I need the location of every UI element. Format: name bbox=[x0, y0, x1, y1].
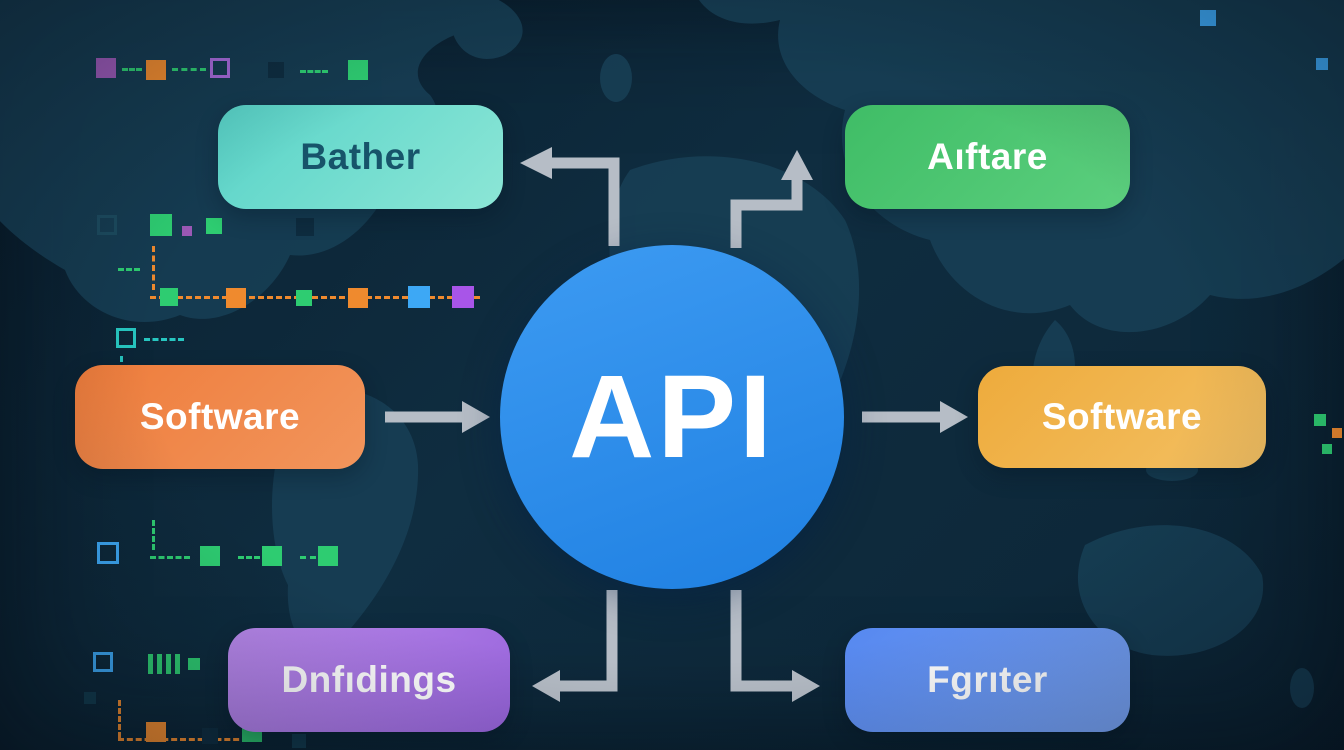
node-software-right-label: Software bbox=[1041, 396, 1203, 437]
node-dnfidings: Dnfıdings bbox=[228, 628, 510, 732]
arrow-top-left bbox=[520, 147, 620, 246]
node-aiftare-label: Aıftare bbox=[927, 136, 1048, 177]
node-aiftare: Aıftare bbox=[845, 105, 1130, 209]
node-fgriter-label: Fgrıter bbox=[927, 659, 1048, 700]
node-software-left-label: Software bbox=[139, 396, 301, 437]
node-bather: Bather bbox=[218, 105, 503, 209]
node-dnfidings-label: Dnfıdings bbox=[281, 659, 457, 700]
api-hub-label: API bbox=[569, 351, 775, 483]
arrow-bottom-right bbox=[730, 590, 820, 702]
node-software-right: Software bbox=[978, 366, 1266, 468]
node-fgriter: Fgrıter bbox=[845, 628, 1130, 732]
arrow-top-right bbox=[730, 150, 813, 248]
arrow-middle-left bbox=[385, 401, 490, 433]
api-hub-circle: API bbox=[500, 245, 844, 589]
node-bather-label: Bather bbox=[300, 136, 421, 177]
arrow-middle-right bbox=[862, 401, 968, 433]
arrow-bottom-left bbox=[532, 590, 618, 702]
node-software-left: Software bbox=[75, 365, 365, 469]
